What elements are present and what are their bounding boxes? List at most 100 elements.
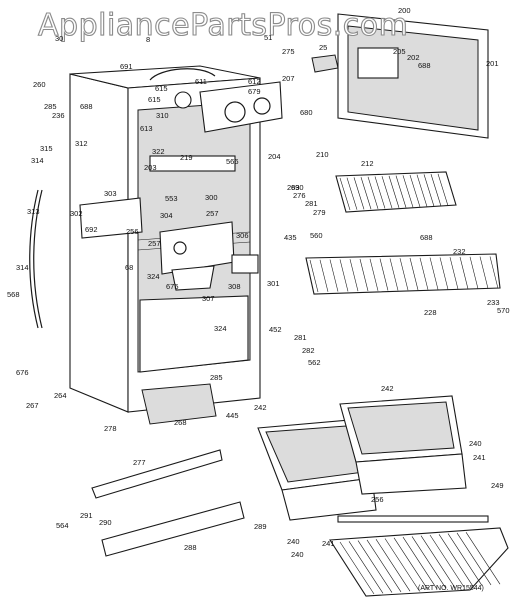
part-label: 679 [248,87,261,96]
part-label: 228 [424,308,437,317]
part-label: 613 [140,124,153,133]
part-label: 314 [31,156,44,165]
wire [489,256,499,289]
part-label: 688 [80,102,93,111]
bottom-rails [91,383,245,557]
wire [367,176,379,209]
part-label: 691 [120,62,133,71]
wire [379,258,389,291]
wire [381,176,393,209]
freezer-components [149,54,339,133]
part-label: 249 [491,481,504,490]
wire [429,534,465,588]
wire [420,535,456,588]
part-label: 301 [267,279,280,288]
part-label: 267 [26,401,39,410]
wire [409,257,419,291]
part-label: 562 [308,358,321,367]
part-label: 560 [310,231,323,240]
fresh-food-shelf [305,253,501,295]
wire [374,176,386,209]
part-label: 615 [155,84,168,93]
part-label: 207 [282,74,295,83]
part-label: 232 [453,247,466,256]
part-label: 200 [398,6,411,15]
part-label: 8 [146,35,151,44]
part-label: 611 [195,77,207,86]
part-label: 612 [248,77,261,86]
wire [360,177,372,210]
wire [479,256,489,289]
wire [357,540,393,593]
part-label: 302 [70,209,83,218]
part-label: 281 [294,333,307,342]
part-label: 676 [16,368,29,377]
part-label: 283 [287,183,300,192]
part-label: 241 [322,539,335,548]
part-label: 68 [125,263,134,272]
part-label: 568 [7,290,20,299]
part-label: 240 [291,550,304,559]
part-label: 241 [473,453,486,462]
wire [395,175,407,208]
part-label: 202 [407,53,420,62]
part-label: 452 [269,325,282,334]
part-label: 210 [316,150,329,159]
part-label: 268 [174,418,187,427]
art-number: (ART NO. WR15544) [418,585,484,592]
wire [430,174,442,207]
crisper-drawers [257,395,467,521]
wire [447,533,483,586]
wire [438,534,474,587]
part-label: 688 [418,61,431,70]
wire [469,256,479,289]
part-label: 285 [44,102,57,111]
wire [353,177,365,210]
part-label: 314 [16,263,29,272]
wire [369,258,379,291]
part-label: 680 [300,108,313,117]
part-label: 553 [165,194,178,203]
part-label: 312 [75,139,88,148]
wire [456,532,492,586]
part-label: 324 [147,272,160,281]
part-label: 322 [152,147,165,156]
wire [409,174,421,208]
part-label: 566 [226,157,239,166]
part-label: 240 [287,537,300,546]
freezer-door [337,13,489,139]
part-label: 435 [284,233,297,242]
part-label: 690 [291,183,304,192]
wire [329,259,339,292]
wire [449,257,459,290]
part-label: 288 [184,543,197,552]
part-label: 675 [166,282,179,291]
wire [437,173,449,206]
wire [339,177,351,211]
part-label: 256 [371,495,384,504]
part-label: 285 [210,373,223,382]
wire [393,537,429,590]
part-label: 201 [486,59,499,68]
part-label: 240 [469,439,482,448]
part-label: 212 [361,159,374,168]
part-label: 306 [236,231,249,240]
wire [402,536,438,590]
part-label: 564 [56,521,69,530]
part-label: 291 [80,511,93,520]
wire [339,259,349,292]
wire [359,258,369,292]
part-label: 688 [420,233,433,242]
part-label: 290 [99,518,112,527]
wire [346,177,358,210]
part-label: 219 [180,153,193,162]
part-label: 310 [156,111,169,120]
part-label: 256 [126,227,139,236]
part-label: 264 [54,391,67,400]
wire [429,257,439,290]
part-label: 205 [393,47,406,56]
part-label: 204 [268,152,281,161]
control-housing [79,197,259,291]
wire [419,257,429,290]
